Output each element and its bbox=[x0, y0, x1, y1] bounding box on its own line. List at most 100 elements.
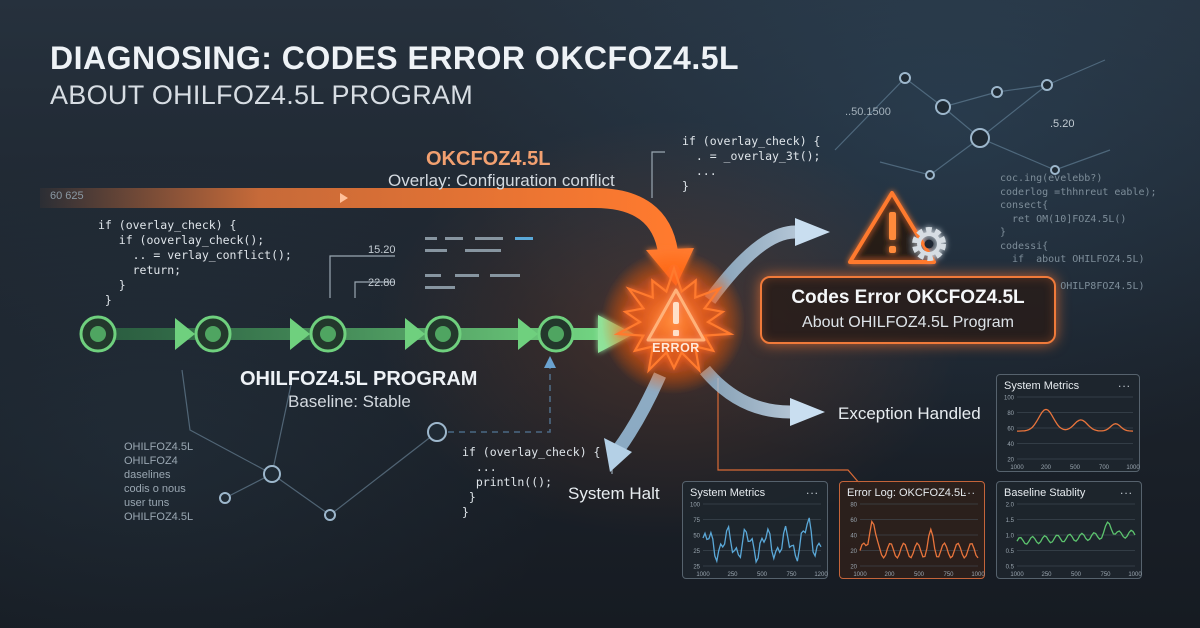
chart-y-tick-label: 0.5 bbox=[1006, 565, 1015, 571]
error-badge: ERROR bbox=[652, 341, 700, 355]
chart-x-tick-label: 1000 bbox=[1010, 572, 1024, 578]
chart-x-tick-label: 750 bbox=[1100, 572, 1111, 578]
callout-subtitle: About OHILFOZ4.5L Program bbox=[802, 314, 1014, 331]
chart-y-tick-label: 60 bbox=[850, 518, 857, 524]
overlay-name: OKCFOZ4.5L bbox=[426, 148, 551, 170]
chart-y-tick-label: 1.0 bbox=[1006, 534, 1015, 540]
readout-2: 22.80 bbox=[368, 277, 396, 289]
chart-x-tick-label: 1000 bbox=[1128, 572, 1142, 578]
chart-y-tick-label: 80 bbox=[850, 503, 857, 509]
side-label: user tuns bbox=[124, 497, 170, 509]
side-label: OHILFOZ4 bbox=[124, 455, 178, 467]
chart-x-tick-label: 500 bbox=[757, 572, 768, 578]
side-label: codis o nous bbox=[124, 483, 186, 495]
chart-y-tick-label: 40 bbox=[850, 534, 857, 540]
branch-arrowhead-halt bbox=[604, 438, 632, 472]
chart-series-line bbox=[1017, 408, 1134, 432]
overlay-chevron bbox=[340, 193, 348, 203]
side-label: OHILFOZ4.5L bbox=[124, 511, 194, 523]
readout-1: 15.20 bbox=[368, 244, 396, 256]
chart-y-tick-label: 2.0 bbox=[1006, 503, 1015, 509]
panel-menu-icon[interactable]: ... bbox=[805, 483, 819, 497]
chart-x-tick-label: 200 bbox=[1041, 465, 1052, 471]
readout-5: .5.20 bbox=[1050, 118, 1075, 130]
chart-x-tick-label: 500 bbox=[914, 572, 925, 578]
chart-x-tick-label: 1000 bbox=[696, 572, 710, 578]
flow-chevron-icon bbox=[175, 318, 195, 350]
flow-node-core bbox=[548, 326, 564, 342]
page-subtitle: ABOUT OHILFOZ4.5L PROGRAM bbox=[50, 80, 474, 110]
side-label: OHILFOZ4.5L bbox=[124, 441, 194, 453]
callout-title: Codes Error OKCFOZ4.5L bbox=[791, 287, 1025, 308]
program-status: Baseline: Stable bbox=[288, 392, 411, 411]
chart-x-tick-label: 500 bbox=[1071, 572, 1082, 578]
chart-x-tick-label: 250 bbox=[1041, 572, 1052, 578]
code-brackets bbox=[329, 151, 665, 474]
flow-node-core bbox=[435, 326, 451, 342]
chart-y-tick-label: 40 bbox=[1007, 442, 1014, 448]
panel-title: Error Log: OKCFOZ4.5L bbox=[847, 487, 967, 499]
readout-4: ..50.1500 bbox=[845, 106, 891, 118]
chart-y-tick-label: 60 bbox=[1007, 427, 1014, 433]
page-title: DIAGNOSING: CODES ERROR OKCFOZ4.5L bbox=[50, 40, 740, 76]
baseline-flow bbox=[79, 315, 634, 353]
chart-y-tick-label: 25 bbox=[693, 549, 700, 555]
chart-x-tick-label: 1200 bbox=[814, 572, 828, 578]
chart-x-tick-label: 750 bbox=[786, 572, 797, 578]
flow-chevron-icon bbox=[518, 318, 538, 350]
panel-menu-icon[interactable]: ... bbox=[962, 483, 976, 497]
code-block-right: coc.ing(evelebb?) coderlog =thhnreut eab… bbox=[1000, 173, 1157, 292]
chart-x-tick-label: 1000 bbox=[1010, 465, 1024, 471]
chart-y-tick-label: 20 bbox=[850, 565, 857, 571]
background-network-lower-nodes bbox=[219, 422, 447, 521]
branch-arrowhead-up bbox=[795, 218, 830, 246]
chart-x-tick-label: 1000 bbox=[1126, 465, 1140, 471]
outcome-exception-handled: Exception Handled bbox=[838, 404, 981, 423]
chart-y-tick-label: 50 bbox=[693, 534, 700, 540]
error-log-leader bbox=[717, 378, 861, 485]
background-network-lower bbox=[181, 362, 551, 516]
code-block-top: if (overlay_check) { . = _overlay_3t(); … bbox=[682, 134, 821, 193]
dashed-return-arrowhead bbox=[544, 356, 556, 368]
chart-x-tick-label: 700 bbox=[1099, 465, 1110, 471]
chart-x-tick-label: 1000 bbox=[971, 572, 985, 578]
flow-node-core bbox=[320, 326, 336, 342]
chart-y-tick-label: 20 bbox=[1007, 458, 1014, 464]
panel-menu-icon[interactable]: ... bbox=[1117, 376, 1131, 390]
branch-arrowhead-exception bbox=[790, 398, 825, 426]
flow-chevron-icon bbox=[405, 318, 425, 350]
chart-series-line bbox=[702, 517, 822, 564]
code-block-left: if (overlay_check) { if (ooverlay_check(… bbox=[98, 218, 292, 307]
readout-3: 60 625 bbox=[50, 190, 84, 202]
chart-y-tick-label: 20 bbox=[850, 549, 857, 555]
chart-y-tick-label: 0.5 bbox=[1006, 549, 1015, 555]
panel-title: System Metrics bbox=[1004, 380, 1080, 392]
error-burst bbox=[601, 250, 745, 394]
side-label-list: OHILFOZ4.5L OHILFOZ4 daselines codis o n… bbox=[124, 440, 193, 524]
flow-node-core bbox=[205, 326, 221, 342]
outcome-system-halt: System Halt bbox=[568, 484, 660, 503]
overlay-status: Overlay: Configuration conflict bbox=[388, 171, 615, 190]
background-network-nodes bbox=[899, 72, 1060, 180]
chart-x-tick-label: 750 bbox=[943, 572, 954, 578]
program-name: OHILFOZ4.5L PROGRAM bbox=[240, 368, 478, 390]
chart-series-line bbox=[1016, 521, 1136, 545]
code-block-bottom: if (overlay_check) { ... println((); } } bbox=[462, 445, 601, 519]
side-label: daselines bbox=[124, 469, 171, 481]
readout-bars bbox=[425, 237, 533, 289]
chart-x-tick-label: 1000 bbox=[853, 572, 867, 578]
panel-title: Baseline Stablity bbox=[1004, 487, 1086, 499]
flow-chevron-icon bbox=[290, 318, 310, 350]
panel-menu-icon[interactable]: ... bbox=[1119, 483, 1133, 497]
chart-y-tick-label: 75 bbox=[693, 518, 700, 524]
